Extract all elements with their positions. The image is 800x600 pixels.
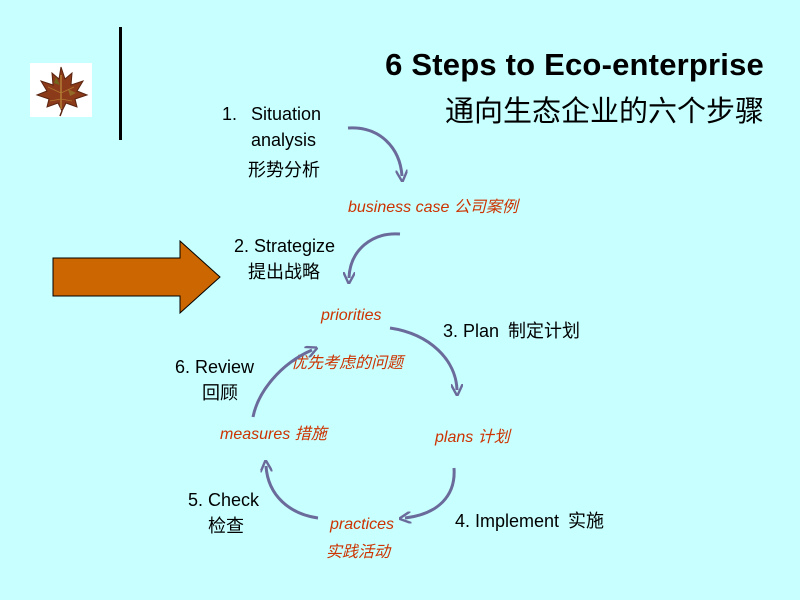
output-priorities-zh: 优先考虑的问题 (291, 355, 404, 372)
step-2-zh: 提出战略 (248, 262, 320, 282)
vertical-divider (119, 27, 122, 140)
output-business-case: business case 公司案例 (348, 199, 518, 216)
arrow-business-case-to-strategize (349, 232, 401, 278)
step-3-label: 3. Plan (443, 321, 500, 341)
slide-subtitle: 通向生态企业的六个步骤 (444, 96, 764, 128)
step-1-label-line2: analysis (251, 130, 317, 150)
output-measures: measures 措施 (220, 426, 327, 443)
step-5-label: 5. Check (188, 490, 260, 510)
output-plans: plans 计划 (435, 429, 510, 446)
arrow-analysis-to-business-case (347, 126, 402, 176)
maple-leaf-icon (30, 63, 92, 117)
output-practices-zh: 实践活动 (326, 544, 391, 561)
arrow-plans-to-practices (405, 467, 456, 518)
step-1-label: Situation (251, 104, 322, 124)
output-priorities: priorities (321, 307, 382, 324)
step-4-zh: 实施 (568, 511, 604, 531)
arrow-practices-to-measures (266, 466, 319, 520)
slide-title: 6 Steps to Eco-enterprise (385, 47, 764, 82)
step-1-number: 1. (222, 104, 238, 124)
step-1-zh: 形势分析 (248, 160, 320, 180)
step-2-label: 2. Strategize (234, 236, 336, 256)
step-6-zh: 回顾 (202, 383, 238, 403)
output-practices: practices (330, 516, 395, 533)
step-4-label: 4. Implement (455, 511, 560, 531)
step-6-label: 6. Review (175, 357, 255, 377)
step-3-zh: 制定计划 (508, 321, 580, 341)
step-5-zh: 检查 (208, 516, 244, 536)
